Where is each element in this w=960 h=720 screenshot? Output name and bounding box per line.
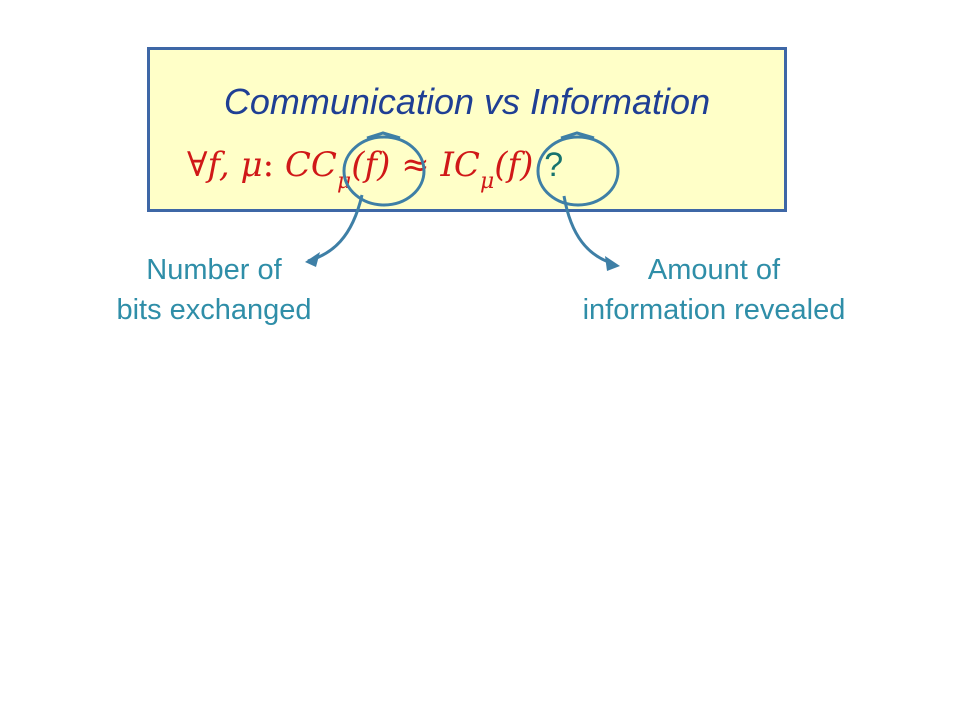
information-revealed-line-1: Amount of [647, 254, 781, 286]
bits-exchanged-annotation: Number of bits exchanged [98, 250, 330, 330]
information-complexity-term: IC [440, 145, 480, 185]
communication-complexity-subscript: μ [336, 169, 352, 194]
title-box: Communication vs Information ∀f, μ: CCμ(… [147, 47, 787, 212]
communication-complexity-argument: (f) [351, 145, 391, 185]
communication-complexity-term: CC [284, 145, 337, 185]
information-complexity-argument: (f) [494, 145, 534, 185]
information-revealed-line-2: information revealed [582, 294, 846, 326]
bits-exchanged-line-2: bits exchanged [116, 294, 312, 326]
information-revealed-annotation: Amount of information revealed [545, 250, 883, 330]
bits-exchanged-line-1: Number of [146, 254, 282, 286]
approx-symbol: ≈ [401, 145, 430, 185]
slide-title: Communication vs Information [223, 81, 711, 122]
formula: ∀f, μ: CCμ(f) ≈ ICμ(f) ? [187, 145, 564, 193]
question-mark: ? [544, 146, 564, 184]
formula-colon: : [262, 145, 275, 185]
forall-symbol: ∀ [187, 145, 208, 185]
formula-variables: f, μ [207, 145, 263, 185]
information-complexity-subscript: μ [479, 169, 495, 194]
